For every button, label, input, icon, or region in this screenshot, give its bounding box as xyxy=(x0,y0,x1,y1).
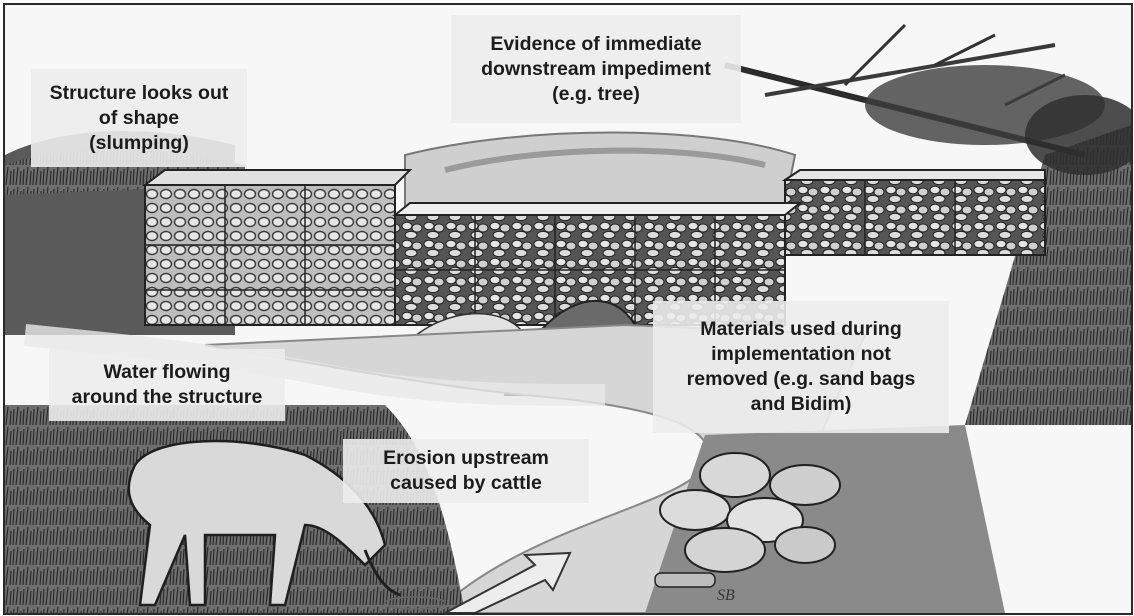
callout-impediment-line-2: downstream impediment xyxy=(481,57,711,82)
callout-materials-line-4: and Bidim) xyxy=(751,392,852,417)
callout-materials-line-2: implementation not xyxy=(711,342,891,367)
callout-materials-line-3: removed (e.g. sand bags xyxy=(687,367,916,392)
callout-impediment: Evidence of immediate downstream impedim… xyxy=(451,15,741,123)
callout-slumping: Structure looks out of shape (slumping) xyxy=(31,69,247,167)
callout-water-flow-line-1: Water flowing xyxy=(103,360,230,385)
illustration-frame: Structure looks out of shape (slumping) … xyxy=(3,3,1133,615)
callout-impediment-line-3: (e.g. tree) xyxy=(552,82,640,107)
callout-slumping-line-2: of shape xyxy=(99,106,179,131)
callout-slumping-line-3: (slumping) xyxy=(89,131,189,156)
callout-slumping-line-1: Structure looks out xyxy=(50,81,229,106)
callout-erosion: Erosion upstream caused by cattle xyxy=(343,439,589,503)
callout-erosion-line-2: caused by cattle xyxy=(390,471,542,496)
callout-erosion-line-1: Erosion upstream xyxy=(383,446,549,471)
artist-signature: SB xyxy=(717,587,735,605)
callout-water-flow-line-2: around the structure xyxy=(72,385,263,410)
callout-impediment-line-1: Evidence of immediate xyxy=(490,32,701,57)
callout-materials-line-1: Materials used during xyxy=(700,317,902,342)
callout-materials: Materials used during implementation not… xyxy=(653,301,949,433)
callout-water-flow: Water flowing around the structure xyxy=(49,349,285,421)
